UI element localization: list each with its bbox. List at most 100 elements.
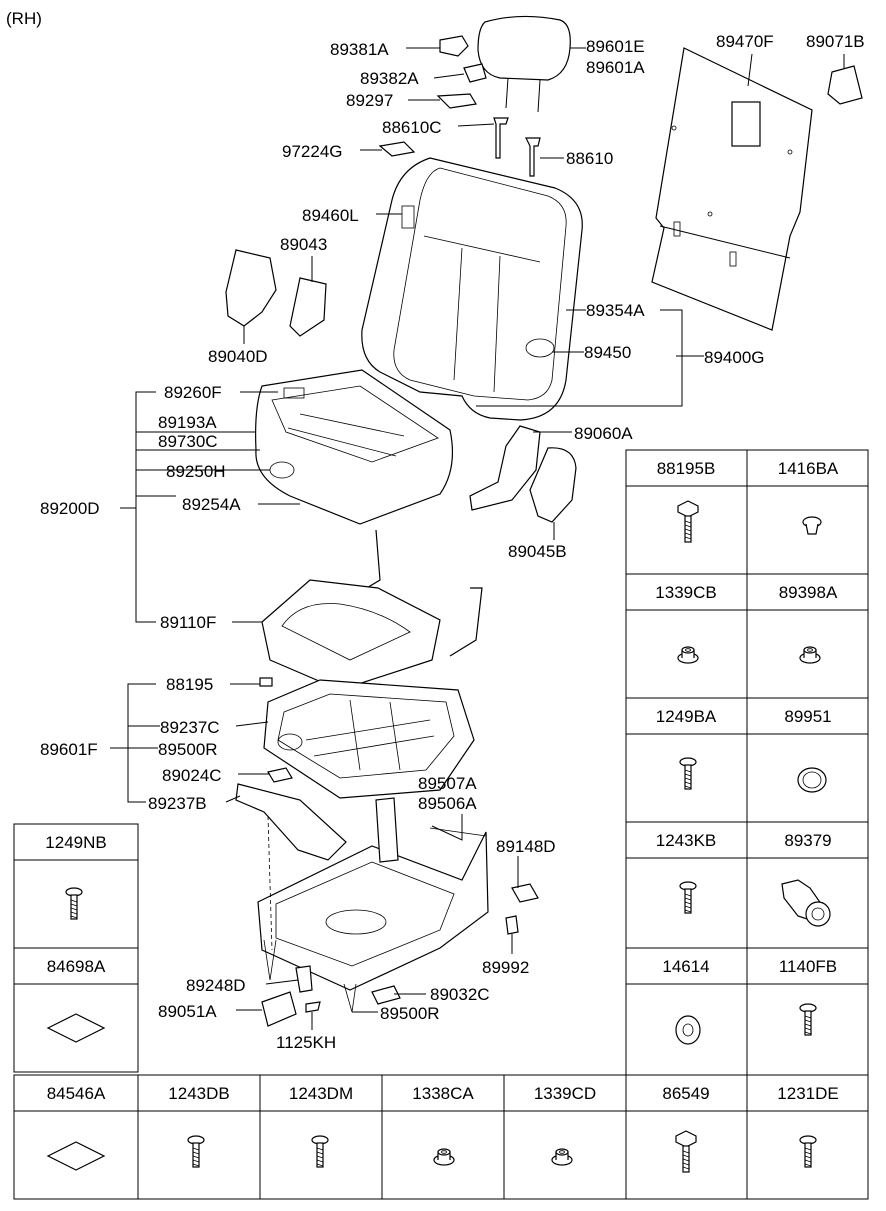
label-89040D: 89040D [208,347,268,366]
label-89248D: 89248D [186,976,246,995]
label-89506A: 89506A [418,794,477,813]
pad-97224G [378,141,416,157]
label-89400G: 89400G [704,348,765,367]
code-89379: 89379 [784,831,831,850]
cover-89051A [261,991,297,1027]
grommet-icon [802,516,822,535]
seat-cushion [255,369,454,525]
screw-icon [65,887,83,920]
code-1249NB: 1249NB [45,833,106,852]
ring-icon [797,767,827,793]
code-89951: 89951 [784,707,831,726]
back-board [651,47,813,331]
label-89148D: 89148D [496,837,556,856]
bolt-1125KH [305,1001,321,1013]
label-89460L: 89460L [302,206,359,225]
screw-icon [679,881,697,914]
label-89193A: 89193A [158,413,217,432]
label-89071B: 89071B [806,32,865,51]
code-89398A: 89398A [779,583,838,602]
label-88610: 88610 [566,149,613,168]
label-89051A: 89051A [158,1002,217,1021]
code-1249BA: 1249BA [656,707,717,726]
screw-icon [311,1135,329,1168]
code-14614: 14614 [662,957,709,976]
label-89297: 89297 [346,91,393,110]
knob-89071B [827,65,863,105]
label-89500R-bottom: 89500R [380,1004,440,1023]
label-89730C: 89730C [158,432,218,451]
leader-lines [110,47,845,1030]
label-88610C: 88610C [382,118,442,137]
gasket-icon [47,1013,105,1043]
nut-icon [551,1148,573,1166]
code-1243DB: 1243DB [168,1084,229,1103]
label-89237C: 89237C [160,718,220,737]
label-89043: 89043 [280,235,327,254]
label-89992: 89992 [482,958,529,977]
code-1339CB: 1339CB [655,583,716,602]
code-1416BA: 1416BA [778,459,839,478]
nut-icon [433,1148,455,1166]
part-labels: 89381A 89382A 89297 88610C 97224G 88610 … [40,32,865,1052]
right-parts-table: 88195B 1416BA 1339CB 89398A 1249BA 89951… [625,449,869,1076]
clip-89381A [439,35,469,57]
label-89045B: 89045B [508,542,567,561]
screw-icon [677,500,699,543]
screw-icon [187,1135,205,1168]
screw-icon [675,1130,697,1173]
bottom-parts-table: 84546A 1243DB 1243DM 1338CA 1339CD 86549… [13,1074,869,1200]
left-parts-table: 1249NB 84698A [13,823,139,1073]
washer-icon [675,1015,701,1045]
code-1338CA: 1338CA [412,1084,474,1103]
label-89354A: 89354A [586,301,645,320]
screw-icon [799,1135,817,1168]
code-1243DM: 1243DM [289,1084,353,1103]
seat-pan [263,679,475,799]
clip-89382A [463,63,487,83]
code-84698A: 84698A [47,957,106,976]
code-1243KB: 1243KB [656,831,717,850]
cover-89060A [469,425,541,511]
label-89507A: 89507A [418,774,477,793]
label-89032C: 89032C [430,985,490,1004]
cover-89045B [529,447,577,523]
gasket-icon [47,1141,105,1171]
screw-icon [799,1003,817,1036]
pin-89148D [511,883,539,903]
bolt-88195 [259,677,273,687]
guide-88610C [493,117,509,159]
label-89601A: 89601A [586,58,645,77]
code-1339CD: 1339CD [534,1084,596,1103]
label-89024C: 89024C [162,766,222,785]
label-89060A: 89060A [574,424,633,443]
bushing-89992 [505,915,519,935]
label-1125KH: 1125KH [276,1033,336,1052]
label-89237B: 89237B [148,794,207,813]
label-89450: 89450 [584,343,631,362]
cover-89043 [289,277,327,337]
screw-icon [679,757,697,790]
seat-track [257,797,489,1013]
code-1140FB: 1140FB [779,957,837,976]
label-89260F: 89260F [164,383,222,402]
headrest [477,15,571,113]
clip-icon [781,879,831,927]
label-89250H: 89250H [166,462,226,481]
label-89601E: 89601E [586,37,645,56]
label-89254A: 89254A [182,495,241,514]
code-1231DE: 1231DE [777,1084,838,1103]
cover-89040D [225,249,277,327]
part-89237B [235,783,347,861]
label-89381A: 89381A [330,40,389,59]
nut-icon [677,646,699,664]
guide-88610 [525,137,541,177]
variant-label: (RH) [6,9,42,28]
label-89601F: 89601F [40,740,98,759]
label-89200D: 89200D [40,499,100,518]
bracket-89297 [436,93,477,109]
label-89500R-top: 89500R [158,740,218,759]
seat-back [361,157,583,421]
part-89024C [267,767,293,783]
